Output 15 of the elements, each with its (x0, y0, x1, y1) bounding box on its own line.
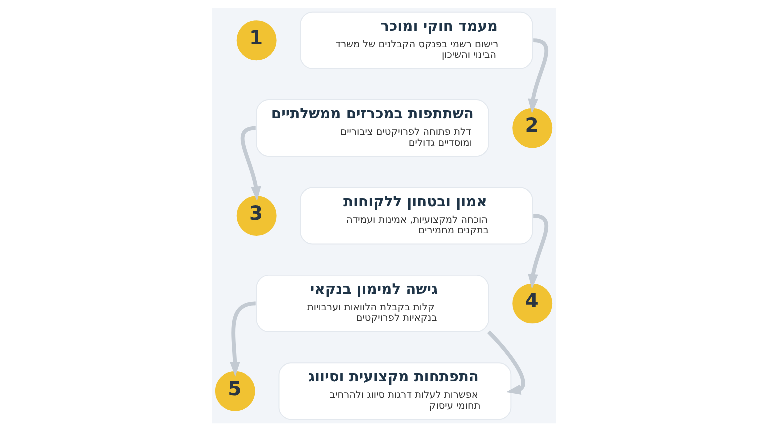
node-box: התפתחות מקצועית וסיווג אפשרות לעלות דרגות סיווג ולהרחיב תחומי עיסוק (278, 362, 512, 420)
arrow (487, 330, 526, 396)
node-circle: 4 (512, 284, 553, 324)
arrow (230, 302, 256, 377)
node-circle: 5 (215, 371, 256, 412)
node-circle: 3 (236, 196, 277, 236)
node-box: השתתפות במכרזים ממשלתיים דלת פתוחה לפרויקטים ציבוריים ומוסדיים גדולים (256, 100, 490, 158)
node-circle: 2 (512, 108, 553, 148)
arrow (240, 126, 262, 202)
node-box: גישה למימון בנקאי קלות בקבלת הלוואות וערבויות בנקאיות לפרויקטים (256, 274, 490, 332)
node-box: מעמד חוקי ומוכר רישום רשמי בפנקס הקבלנים של משרד הבינוי והשיכון (300, 12, 534, 70)
arrow (528, 38, 548, 114)
arrow (528, 214, 548, 290)
node-circle: 1 (236, 20, 277, 61)
node-box: אמון ובטחון ללקוחות הוכחה למקצועיות, אמינות ועמידה בתקנים מחמירים (300, 187, 534, 245)
